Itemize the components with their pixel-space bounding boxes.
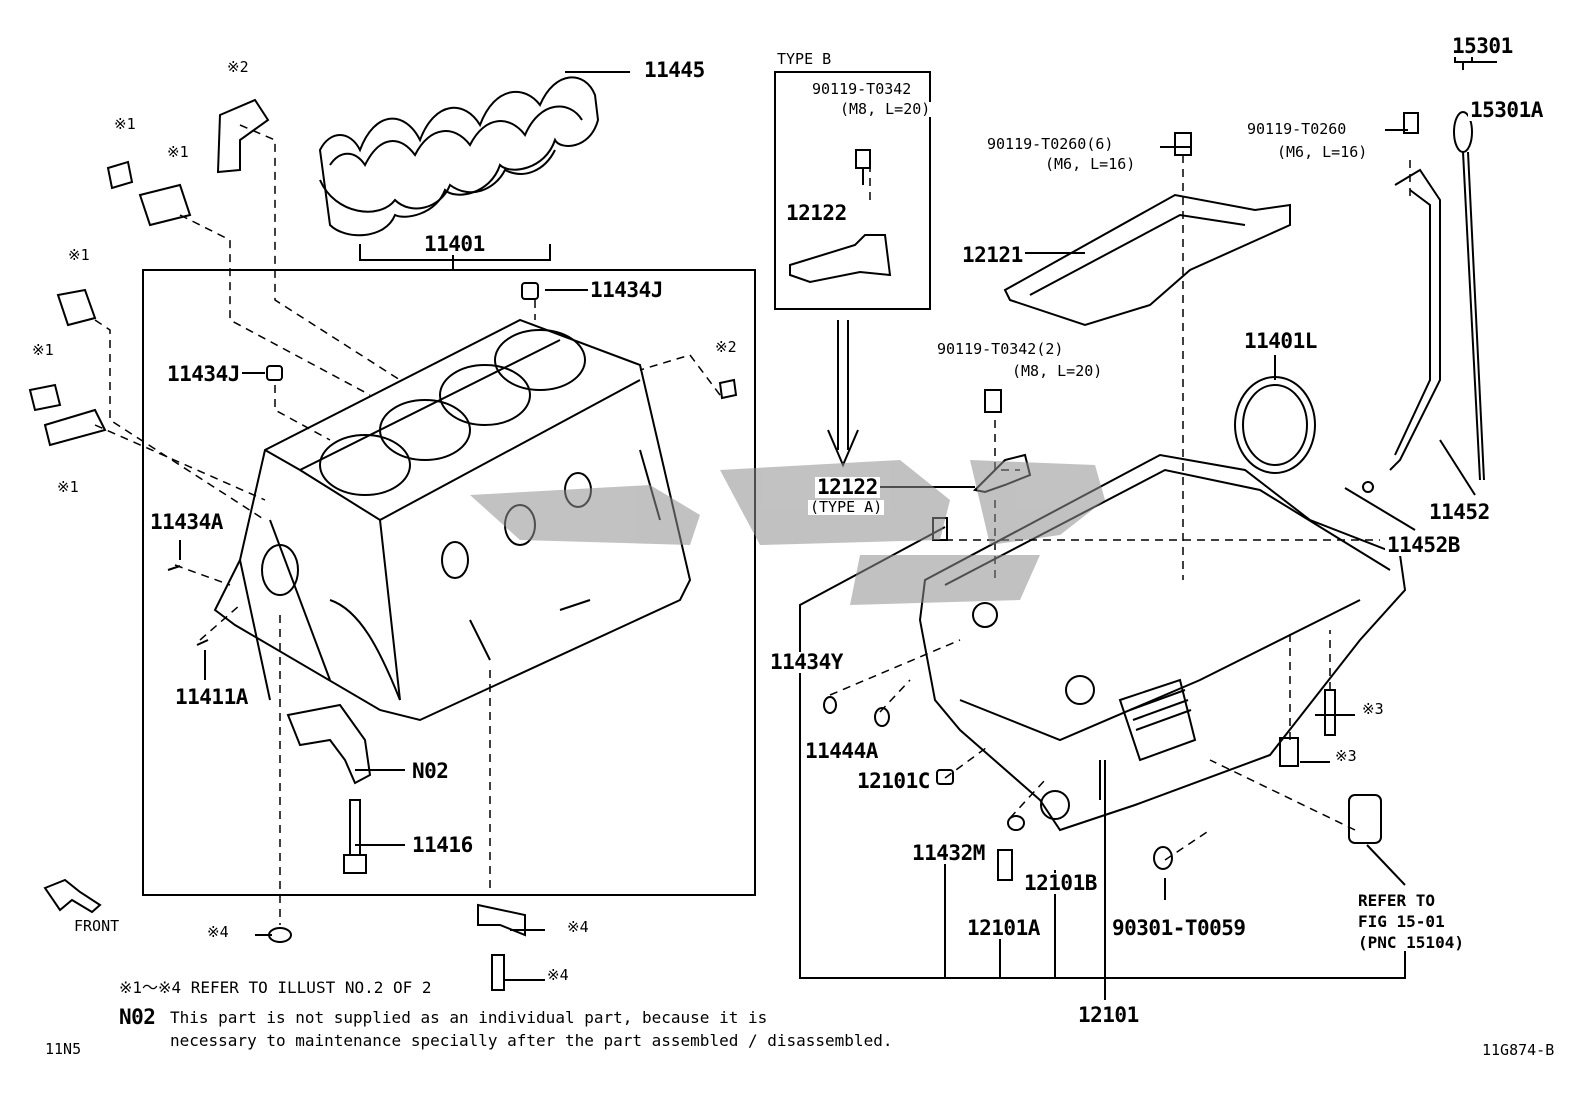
part-label-90301-T0059[interactable]: 90301-T0059 <box>1110 916 1248 940</box>
type-b-frame <box>774 71 931 310</box>
part-label-11416[interactable]: 11416 <box>410 833 475 857</box>
type-b-label: TYPE B <box>775 50 834 68</box>
ref-mark-1c: ※1 <box>66 246 92 264</box>
part-label-11401[interactable]: 11401 <box>422 232 487 256</box>
refer-line-2[interactable]: FIG 15-01 <box>1356 912 1447 931</box>
ref-mark-1d: ※1 <box>30 341 56 359</box>
cylinder-block-frame <box>142 269 756 896</box>
bolt-label-mid: 90119-T0342(2) <box>935 340 1066 358</box>
part-label-11432M[interactable]: 11432M <box>910 841 987 865</box>
part-label-11452[interactable]: 11452 <box>1427 500 1492 524</box>
ref-mark-1e: ※1 <box>55 478 81 496</box>
bolt-label-dipstick: 90119-T0260 <box>1245 120 1349 138</box>
ref-mark-3b: ※3 <box>1333 747 1359 765</box>
part-label-11434J-top[interactable]: 11434J <box>588 278 665 302</box>
cylinder-block <box>213 318 692 722</box>
oil-seal-11401L <box>1234 376 1316 474</box>
note-n02-code: N02 <box>119 1005 156 1029</box>
figure-code: 11G874-B <box>1480 1041 1557 1059</box>
bolt-spec-dipstick: (M6, L=16) <box>1275 143 1370 161</box>
part-label-12122-typea[interactable]: 12122 <box>815 475 880 499</box>
note-n02-line-2: necessary to maintenance specially after… <box>170 1031 893 1050</box>
bolt-spec-cover: (M6, L=16) <box>1043 155 1138 173</box>
ref-note: ※1～※4 REFER TO ILLUST NO.2 OF 2 <box>119 978 432 997</box>
ref-mark-4a: ※4 <box>205 923 231 941</box>
bolt-label-typeb: 90119-T0342 <box>810 80 914 98</box>
part-label-12101[interactable]: 12101 <box>1076 1003 1141 1027</box>
bolt-label-cover: 90119-T0260(6) <box>985 135 1116 153</box>
front-label: FRONT <box>72 917 122 935</box>
bolt-spec-typeb: (M8, L=20) <box>838 100 933 118</box>
ref-mark-2b: ※2 <box>713 338 739 356</box>
dipstick <box>1362 111 1485 493</box>
part-label-N02[interactable]: N02 <box>410 759 451 783</box>
ref-mark-4b: ※4 <box>565 918 591 936</box>
part-label-11445[interactable]: 11445 <box>642 58 707 82</box>
part-label-12101B[interactable]: 12101B <box>1022 871 1099 895</box>
part-label-11401L[interactable]: 11401L <box>1242 329 1319 353</box>
gasket-11445 <box>318 76 600 237</box>
part-label-15301A[interactable]: 15301A <box>1468 98 1545 122</box>
part-label-11434Y[interactable]: 11434Y <box>768 650 845 674</box>
ref-mark-3a: ※3 <box>1360 700 1386 718</box>
ref-mark-1a: ※1 <box>112 115 138 133</box>
part-label-11434A[interactable]: 11434A <box>148 510 225 534</box>
part-label-12101C[interactable]: 12101C <box>855 769 932 793</box>
part-label-12121[interactable]: 12121 <box>960 243 1025 267</box>
part-label-11452B[interactable]: 11452B <box>1385 533 1462 557</box>
part-label-11444A[interactable]: 11444A <box>803 739 880 763</box>
type-arrow <box>827 320 859 468</box>
bolt-spec-mid: (M8, L=20) <box>1010 362 1105 380</box>
refer-line-3: (PNC 15104) <box>1356 933 1466 952</box>
ref-mark-1b: ※1 <box>165 143 191 161</box>
part-label-12122-typeb[interactable]: 12122 <box>784 201 849 225</box>
part-label-11434J-left[interactable]: 11434J <box>165 362 242 386</box>
note-n02-line-1: This part is not supplied as an individu… <box>170 1008 768 1027</box>
page-code: 11N5 <box>43 1040 84 1058</box>
pan-fittings <box>823 689 1382 881</box>
part-label-11411A[interactable]: 11411A <box>173 685 250 709</box>
part-label-12101A[interactable]: 12101A <box>965 916 1042 940</box>
small-parts <box>28 98 738 991</box>
watermark <box>470 460 1105 605</box>
oil-pan-cover-12121 <box>1003 132 1291 327</box>
refer-line-1: REFER TO <box>1356 891 1438 910</box>
ref-mark-2a: ※2 <box>225 58 251 76</box>
part-label-15301[interactable]: 15301 <box>1450 34 1515 58</box>
type-a-label: (TYPE A) <box>808 498 885 516</box>
ref-mark-4c: ※4 <box>545 966 571 984</box>
